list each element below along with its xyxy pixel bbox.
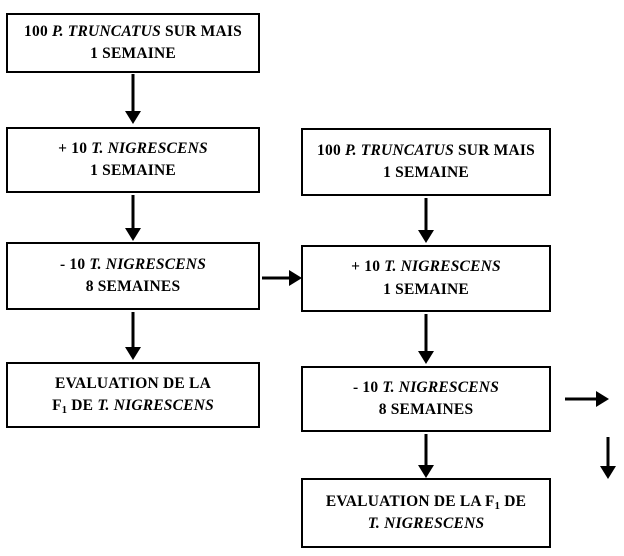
box-evaluation-f1-left: EVALUATION DE LA F1 DE T. NIGRESCENS [6, 362, 260, 428]
arrow-head [125, 228, 141, 241]
box-b1-line2: 1 SEMAINE [383, 164, 469, 181]
box-b4-line1: EVALUATION DE LA F1 DE [325, 492, 527, 512]
arrow-shaft [131, 312, 135, 348]
arrow-a3-a4 [122, 312, 144, 360]
arrow-shaft [606, 437, 610, 467]
box-100-p-truncatus-right: 100 P. TRUNCATUS SUR MAIS 1 SEMAINE [301, 128, 551, 196]
arrow-b3-out [565, 390, 609, 408]
box-b3-line2: 8 SEMAINES [378, 401, 474, 418]
box-a3-line1: - 10 T. NIGRESCENS [59, 255, 207, 273]
arrow-shaft [424, 314, 428, 352]
arrow-b3-b4 [415, 434, 437, 478]
arrow-head [289, 270, 302, 286]
arrow-shaft [424, 198, 428, 231]
arrow-head [125, 111, 141, 124]
box-evaluation-f1-right: EVALUATION DE LA F1 DE T. NIGRESCENS [301, 478, 551, 548]
box-a4-line1: EVALUATION DE LA [55, 374, 211, 392]
arrow-a2-a3 [122, 195, 144, 241]
arrow-head [125, 347, 141, 360]
box-minus10-t-nigrescens-left: - 10 T. NIGRESCENS 8 SEMAINES [6, 242, 260, 310]
box-plus10-t-nigrescens-right: + 10 T. NIGRESCENS 1 SEMAINE [301, 245, 551, 312]
arrow-head [418, 351, 434, 364]
arrow-head [418, 465, 434, 478]
box-a1-line2: 1 SEMAINE [90, 45, 176, 62]
box-minus10-t-nigrescens-right: - 10 T. NIGRESCENS 8 SEMAINES [301, 366, 551, 432]
arrow-shaft [262, 276, 292, 280]
arrow-shaft [131, 74, 135, 112]
box-a3-line2: 8 SEMAINES [85, 278, 181, 295]
arrow-a3-b2 [262, 269, 302, 287]
arrow-head [600, 466, 616, 479]
box-b2-line2: 1 SEMAINE [383, 280, 469, 298]
box-a2-line2: 1 SEMAINE [90, 162, 176, 179]
arrow-shaft [424, 434, 428, 466]
arrow-a1-a2 [122, 74, 144, 124]
arrow-b1-b2 [415, 198, 437, 243]
box-b2-line1: + 10 T. NIGRESCENS [351, 258, 501, 276]
box-b4-line2: T. NIGRESCENS [367, 515, 485, 532]
box-plus10-t-nigrescens-left: + 10 T. NIGRESCENS 1 SEMAINE [6, 127, 260, 193]
arrow-head [418, 230, 434, 243]
arrow-head [596, 391, 609, 407]
box-a1-line1: 100 P. TRUNCATUS SUR MAIS [24, 22, 242, 40]
box-b3-line1: - 10 T. NIGRESCENS [352, 378, 500, 396]
box-b1-line1: 100 P. TRUNCATUS SUR MAIS [317, 141, 535, 159]
box-a2-line1: + 10 T. NIGRESCENS [58, 139, 208, 157]
box-100-p-truncatus-left: 100 P. TRUNCATUS SUR MAIS 1 SEMAINE [6, 13, 260, 73]
arrow-shaft [131, 195, 135, 229]
arrow-b2-b3 [415, 314, 437, 364]
arrow-shaft [565, 397, 599, 401]
arrow-continue-down [597, 437, 619, 479]
box-a4-line2: F1 DE T. NIGRESCENS [52, 397, 214, 416]
